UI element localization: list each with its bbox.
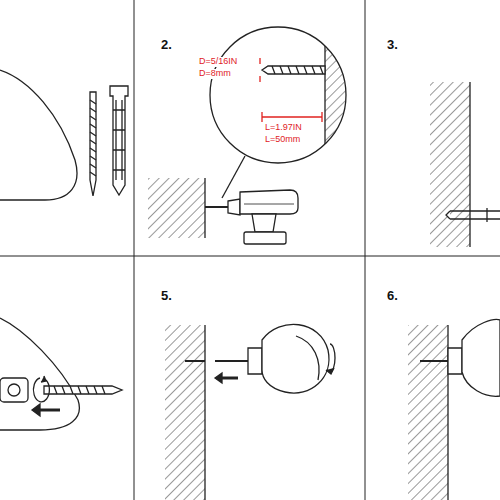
dimension-label: D=5/16IN	[198, 57, 238, 67]
step-number: 5.	[160, 289, 173, 303]
dimension-label: D=8mm	[198, 69, 232, 79]
step-number: 2.	[160, 38, 173, 52]
step-number: 6.	[386, 289, 399, 303]
step-number: 3.	[386, 38, 399, 52]
dimension-label: L=50mm	[264, 135, 301, 145]
dimension-label: L=1.97IN	[264, 123, 303, 133]
